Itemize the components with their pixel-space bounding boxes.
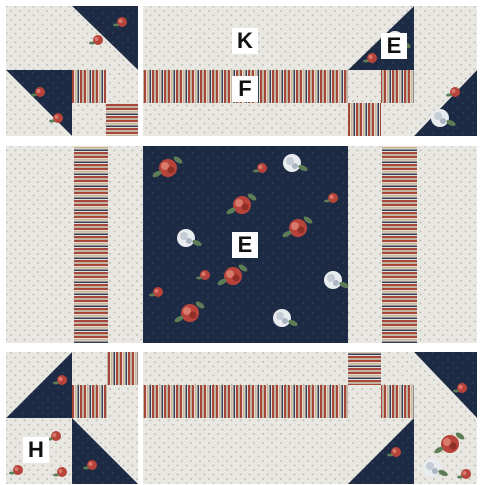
bottom-center-block	[143, 352, 348, 484]
label-e-top: E	[381, 33, 407, 59]
top-center-block	[143, 6, 348, 136]
middle-left-block	[6, 146, 143, 343]
stripe-sash-vertical	[74, 146, 108, 343]
label-e-center: E	[232, 232, 258, 258]
bottom-right-corner-block	[348, 352, 477, 484]
label-k: K	[232, 28, 258, 54]
stripe-square	[106, 103, 138, 136]
top-right-corner-block	[348, 6, 477, 136]
bottom-left-corner-block	[6, 352, 138, 484]
top-left-corner-block	[6, 6, 138, 136]
stripe-square	[72, 70, 106, 103]
stripe-sash-vertical	[382, 146, 417, 343]
label-h: H	[23, 437, 49, 463]
middle-right-block	[348, 146, 477, 343]
stripe-strip-horizontal	[143, 385, 348, 418]
label-f: F	[232, 76, 258, 102]
